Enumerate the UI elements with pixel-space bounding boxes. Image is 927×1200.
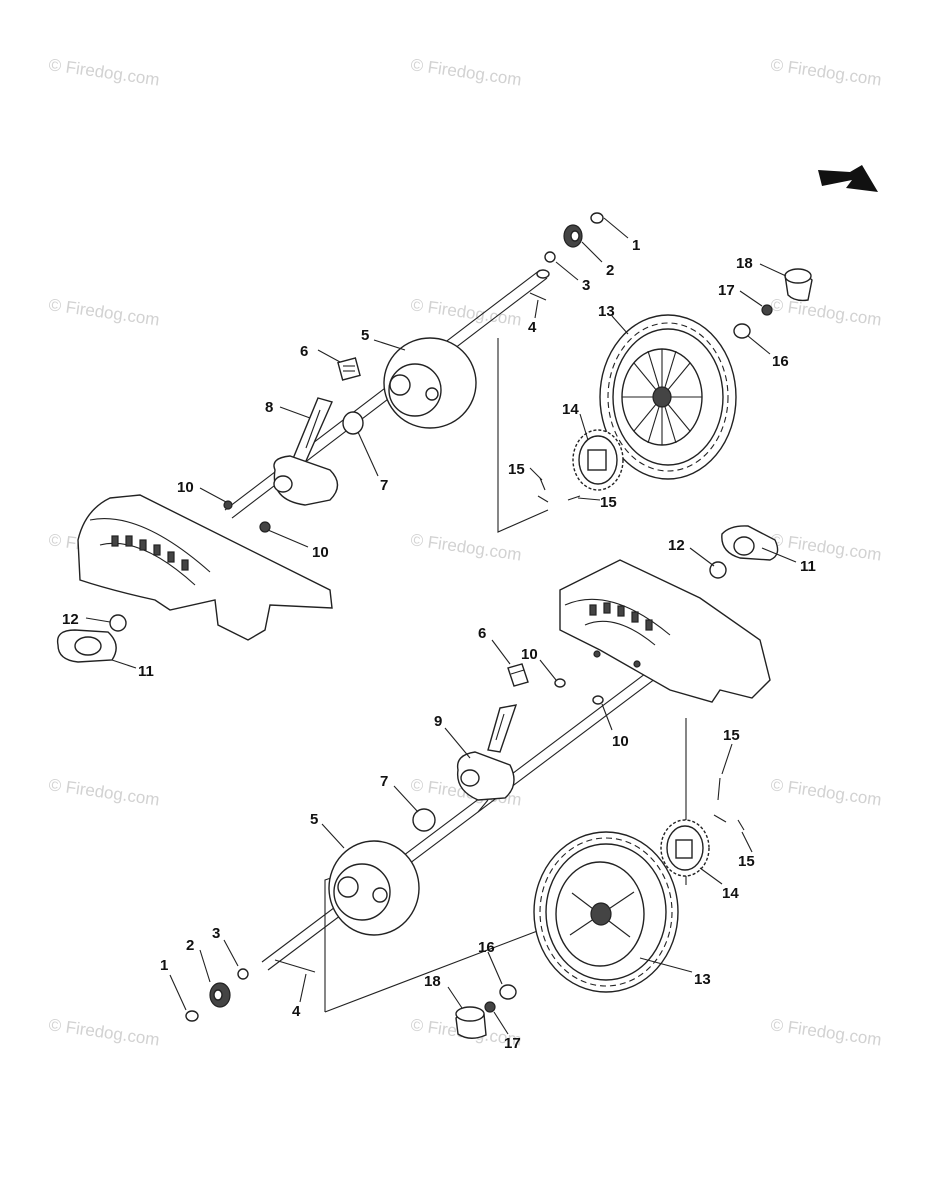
washer-part xyxy=(499,984,517,1000)
wheel-part xyxy=(533,831,679,993)
watermark: © Firedog.com xyxy=(769,775,882,809)
pinion-gear-part xyxy=(563,224,583,248)
callout-label: 1 xyxy=(632,237,640,254)
snap-ring-part xyxy=(590,212,604,224)
watermark: © Firedog.com xyxy=(409,530,522,564)
pin-part xyxy=(274,959,316,973)
callout-label: 12 xyxy=(668,537,685,554)
watermark: © Firedog.com xyxy=(769,530,882,564)
callout-label: 15 xyxy=(738,853,755,870)
callout-label: 9 xyxy=(434,713,442,730)
callout-label: 12 xyxy=(62,611,79,628)
callout-label: 13 xyxy=(694,971,711,988)
callout-label: 10 xyxy=(312,544,329,561)
callout-label: 10 xyxy=(521,646,538,663)
wheel-part xyxy=(599,314,737,480)
callout-label: 7 xyxy=(380,477,388,494)
bearing-bracket-part xyxy=(56,629,117,663)
clip-part xyxy=(507,663,529,687)
screw-part xyxy=(713,777,745,831)
callout-label: 3 xyxy=(212,925,220,942)
callout-label: 6 xyxy=(300,343,308,360)
hub-cap-part xyxy=(784,268,813,302)
nut-part xyxy=(761,304,773,316)
drive-disc-part xyxy=(383,337,477,429)
watermark: © Firedog.com xyxy=(769,295,882,329)
callout-label: 15 xyxy=(508,461,525,478)
watermark: © Firedog.com xyxy=(47,295,160,329)
bushing-part xyxy=(109,614,127,632)
callout-label: 4 xyxy=(292,1003,301,1020)
callout-label: 3 xyxy=(582,277,590,294)
callout-label: 14 xyxy=(722,885,739,902)
callout-label: 16 xyxy=(772,353,789,370)
pivot-arm-part xyxy=(456,704,518,813)
leader-lines xyxy=(85,217,797,1035)
callout-label: 8 xyxy=(265,399,273,416)
drive-gear-part xyxy=(660,819,710,877)
bolt-part xyxy=(223,500,271,533)
callout-label: 7 xyxy=(380,773,388,790)
deck-plate-right xyxy=(559,559,771,703)
screw-part xyxy=(537,477,581,503)
watermark: © Firedog.com xyxy=(47,1015,160,1049)
drive-gear-part xyxy=(572,429,624,491)
bolt-part xyxy=(554,678,604,705)
pin-part xyxy=(529,292,547,301)
callout-label: 15 xyxy=(723,727,740,744)
hub-cap-part xyxy=(455,1006,487,1039)
callout-label: 10 xyxy=(612,733,629,750)
callout-label: 15 xyxy=(600,494,617,511)
callout-label: 4 xyxy=(528,319,537,336)
watermark: © Firedog.com xyxy=(409,295,522,329)
callout-label: 2 xyxy=(606,262,614,279)
o-ring-part xyxy=(412,808,436,832)
callout-label: 16 xyxy=(478,939,495,956)
watermark: © Firedog.com xyxy=(47,775,160,809)
snap-ring-part xyxy=(185,1010,199,1022)
callout-label: 17 xyxy=(718,282,735,299)
callout-label: 11 xyxy=(800,558,816,575)
watermark: © Firedog.com xyxy=(769,1015,882,1049)
callout-label: 6 xyxy=(478,625,486,642)
callout-label: 17 xyxy=(504,1035,521,1052)
watermark: © Firedog.com xyxy=(47,55,160,89)
assembly-line xyxy=(324,929,541,1013)
deck-slots xyxy=(111,535,189,571)
callout-label: 18 xyxy=(736,255,753,272)
callout-labels: 1 2 3 4 5 6 8 7 10 10 12 11 13 14 15 15 … xyxy=(62,237,816,1052)
upper-assembly xyxy=(56,212,813,663)
washer-part xyxy=(733,323,751,339)
callout-label: 18 xyxy=(424,973,441,990)
bearing-bracket-part xyxy=(721,525,779,561)
callout-label: 5 xyxy=(361,327,369,344)
callout-label: 13 xyxy=(598,303,615,320)
washer-part xyxy=(237,968,249,980)
callout-label: 10 xyxy=(177,479,194,496)
clip-part xyxy=(337,357,361,381)
drive-disc-part xyxy=(328,840,420,936)
assembly-line xyxy=(497,338,549,533)
direction-arrow-icon xyxy=(818,165,878,192)
watermark: © Firedog.com xyxy=(409,55,522,89)
o-ring-part xyxy=(342,411,364,435)
watermark: © Firedog.com xyxy=(769,55,882,89)
callout-label: 2 xyxy=(186,937,194,954)
pinion-gear-part xyxy=(209,982,231,1008)
lower-assembly xyxy=(185,525,779,1039)
nut-part xyxy=(484,1001,496,1013)
washer-part xyxy=(544,251,556,263)
callout-label: 1 xyxy=(160,957,168,974)
callout-label: 14 xyxy=(562,401,579,418)
pivot-arm-part xyxy=(273,397,339,506)
callout-label: 5 xyxy=(310,811,318,828)
deck-slots xyxy=(589,602,653,631)
callout-label: 11 xyxy=(138,663,154,680)
deck-plate-left xyxy=(77,494,333,641)
